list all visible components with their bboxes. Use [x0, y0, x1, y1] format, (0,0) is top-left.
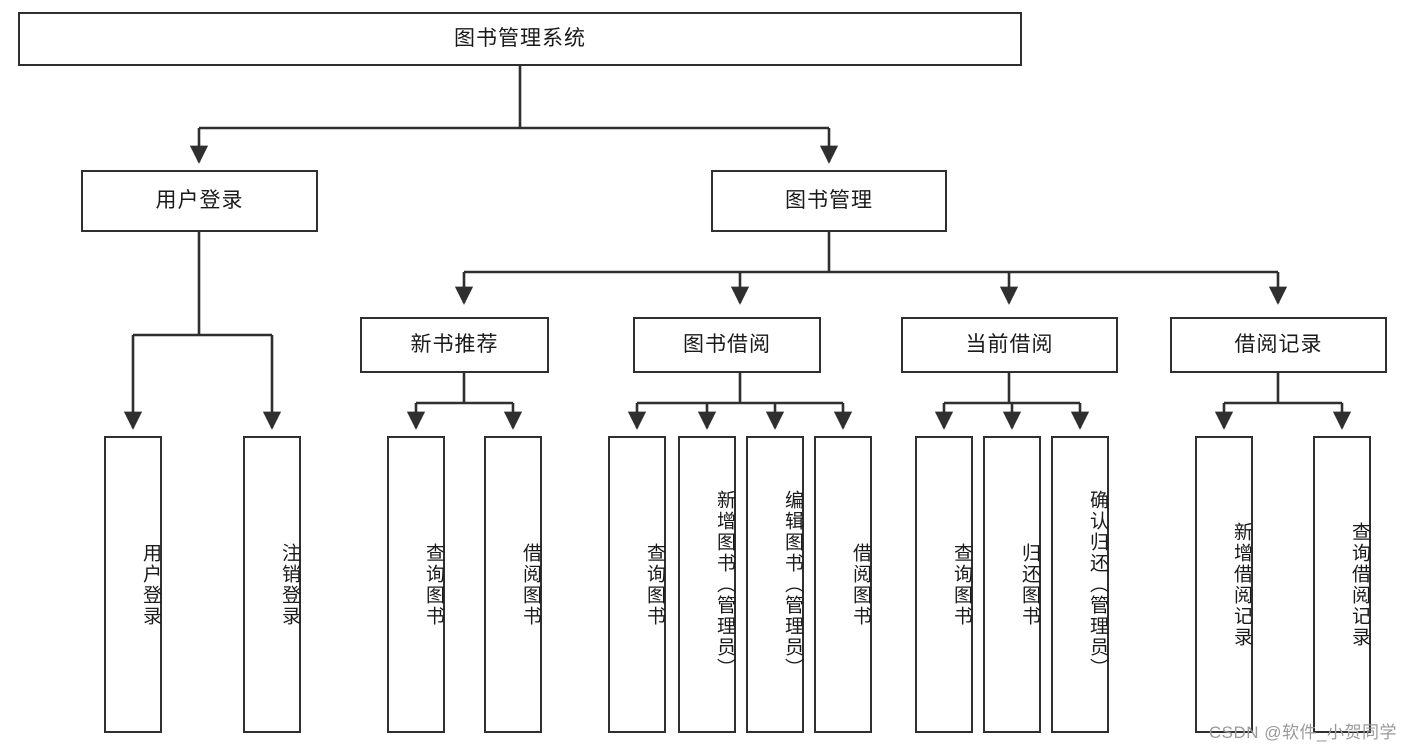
- node-leaf-query-book-recommend[interactable]: 查询图书: [387, 436, 445, 733]
- node-user-login[interactable]: 用户登录: [81, 170, 318, 232]
- node-user-login-label: 用户登录: [155, 189, 244, 213]
- node-leaf-add-borrow-record-label: 新增借阅记录: [1231, 521, 1252, 648]
- node-leaf-borrow-book-label: 借阅图书: [850, 542, 871, 627]
- node-leaf-query-book-current-label: 查询图书: [951, 542, 972, 627]
- node-leaf-query-book-current[interactable]: 查询图书: [915, 436, 973, 733]
- node-leaf-borrow-book-recommend[interactable]: 借阅图书: [484, 436, 542, 733]
- node-leaf-user-login[interactable]: 用户登录: [104, 436, 162, 733]
- node-leaf-query-book-borrow-label: 查询图书: [644, 542, 665, 627]
- node-leaf-edit-book-admin[interactable]: 编辑图书（管理员）: [746, 436, 804, 733]
- node-leaf-borrow-book[interactable]: 借阅图书: [814, 436, 872, 733]
- node-leaf-confirm-return-admin[interactable]: 确认归还（管理员）: [1051, 436, 1109, 733]
- node-leaf-confirm-return-admin-label: 确认归还（管理员）: [1087, 490, 1108, 679]
- node-borrow-record-label: 借阅记录: [1234, 333, 1323, 357]
- node-leaf-add-borrow-record[interactable]: 新增借阅记录: [1195, 436, 1253, 733]
- node-book-borrow[interactable]: 图书借阅: [633, 317, 821, 373]
- node-leaf-logout-label: 注销登录: [279, 542, 300, 627]
- node-leaf-edit-book-admin-label: 编辑图书（管理员）: [782, 490, 803, 679]
- node-leaf-add-book-admin[interactable]: 新增图书（管理员）: [678, 436, 736, 733]
- node-book-borrow-label: 图书借阅: [683, 333, 771, 357]
- node-leaf-query-book-recommend-label: 查询图书: [423, 542, 444, 627]
- node-root-label: 图书管理系统: [454, 27, 586, 51]
- node-leaf-return-book[interactable]: 归还图书: [983, 436, 1041, 733]
- node-leaf-query-book-borrow[interactable]: 查询图书: [608, 436, 666, 733]
- watermark-text: CSDN @软件_小贺同学: [1208, 723, 1397, 742]
- node-current-borrow-label: 当前借阅: [965, 333, 1054, 357]
- node-leaf-user-login-label: 用户登录: [140, 542, 161, 627]
- node-root-book-management-system[interactable]: 图书管理系统: [18, 12, 1022, 66]
- node-new-book-recommend-label: 新书推荐: [410, 333, 499, 357]
- node-leaf-borrow-book-recommend-label: 借阅图书: [520, 542, 541, 627]
- node-leaf-query-borrow-record-label: 查询借阅记录: [1349, 521, 1370, 648]
- node-book-management[interactable]: 图书管理: [711, 170, 947, 232]
- node-leaf-query-borrow-record[interactable]: 查询借阅记录: [1313, 436, 1371, 733]
- node-borrow-record[interactable]: 借阅记录: [1170, 317, 1387, 373]
- node-leaf-add-book-admin-label: 新增图书（管理员）: [714, 490, 735, 679]
- node-current-borrow[interactable]: 当前借阅: [901, 317, 1118, 373]
- node-new-book-recommend[interactable]: 新书推荐: [360, 317, 549, 373]
- node-leaf-return-book-label: 归还图书: [1019, 542, 1040, 627]
- node-leaf-logout[interactable]: 注销登录: [243, 436, 301, 733]
- node-book-management-label: 图书管理: [785, 189, 873, 213]
